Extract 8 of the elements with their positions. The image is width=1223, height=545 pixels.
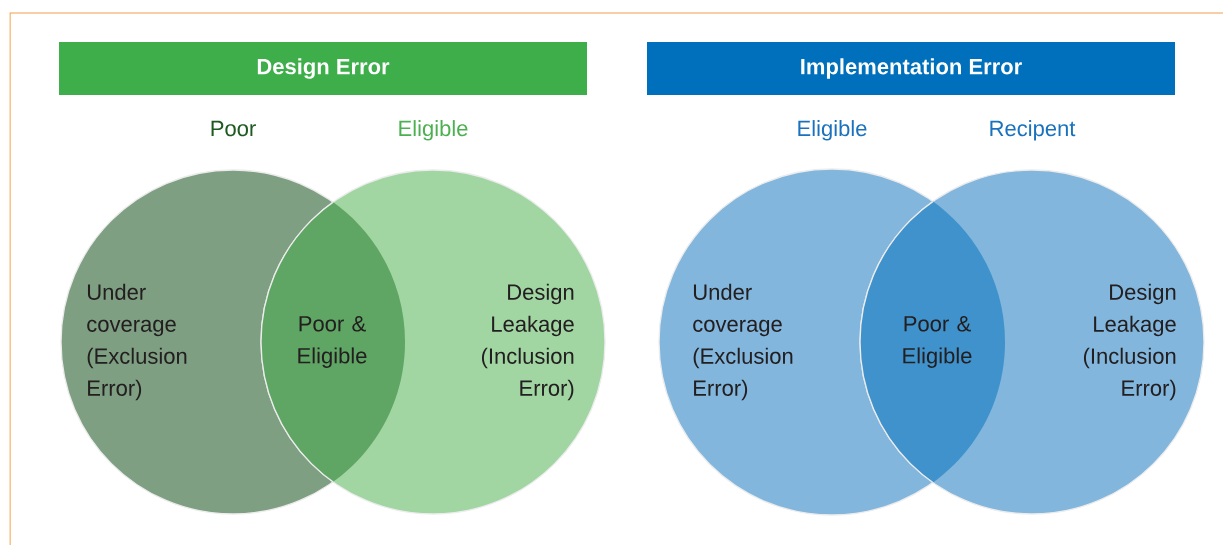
overlap-region: Poor & Eligible [298,316,367,368]
header-bar: Implementation Error [647,42,1175,95]
header-bar: Design Error [59,42,587,95]
overlap-region: Poor & Eligible [903,316,972,368]
node-label: Eligible [399,120,468,141]
node-label: Recipent [990,120,1076,141]
node-label: Eligible [798,120,867,141]
node-label: Poor [211,120,256,137]
